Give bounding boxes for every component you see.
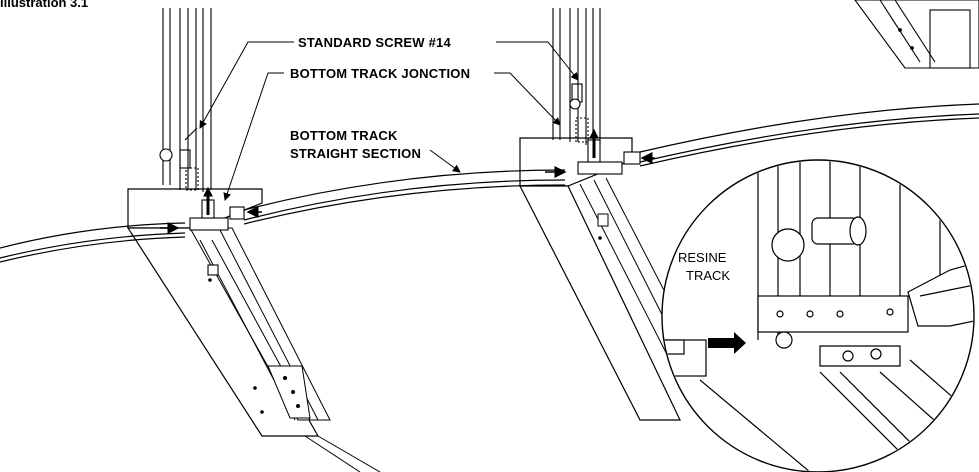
left-track-junction	[189, 186, 245, 231]
label-bottom-track-junction: BOTTOM TRACK JONCTION	[290, 66, 470, 81]
figure-title: Illustration 3.1	[0, 0, 88, 10]
arrow-icon	[160, 152, 655, 234]
bottom-track	[0, 103, 979, 263]
label-standard-screw: STANDARD SCREW #14	[298, 35, 451, 50]
callout-leaders	[199, 41, 579, 201]
label-resine-line1: RESINE	[678, 250, 727, 265]
detail-magnifier: RESINE TRACK	[661, 159, 975, 472]
arrow-icon	[708, 332, 746, 354]
label-resine-line2: TRACK	[686, 268, 730, 283]
right-track-junction	[577, 128, 641, 175]
left-post	[159, 8, 219, 276]
label-straight-section-line1: BOTTOM TRACK	[290, 128, 398, 143]
top-right-partial-plate	[854, 0, 979, 69]
label-straight-section-line2: STRAIGHT SECTION	[290, 146, 421, 161]
